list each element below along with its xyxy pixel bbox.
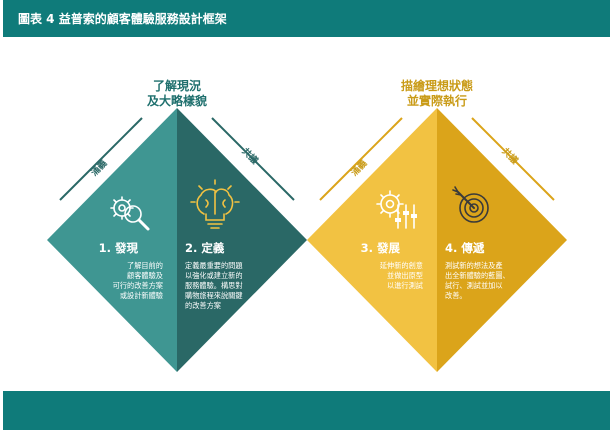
step-4-title: 4. 傳遞 xyxy=(445,241,485,255)
left-group-title-2: 及大略樣貌 xyxy=(147,93,207,108)
gear-sliders-icon xyxy=(376,190,417,229)
step-3-panel xyxy=(307,108,437,372)
right-group-title-1: 描繪理想狀態 xyxy=(401,78,473,93)
step-2-desc-line: 的改善方案 xyxy=(185,301,221,310)
step-3-title: 3. 發展 xyxy=(361,241,401,255)
gear-magnifier-icon xyxy=(110,196,150,231)
step-2-desc-line: 以強化或建立新的 xyxy=(185,271,243,280)
step-3-desc-line: 並做出原型 xyxy=(387,271,423,280)
step-4-panel xyxy=(437,108,567,372)
step-4-desc-line: 改善。 xyxy=(445,291,467,300)
header-bar: 圖表 4 益普索的顧客體驗服務設計框架 xyxy=(3,0,610,37)
step-2-desc-line: 定義最重要的問題 xyxy=(185,261,243,270)
right-group-title-2: 並實際執行 xyxy=(407,93,467,108)
step-4-desc-line: 出全新體驗的藍圖、 xyxy=(445,271,510,280)
left-diverge-line xyxy=(59,117,143,201)
step-1-panel xyxy=(47,108,177,372)
step-3-desc-line: 以進行測試 xyxy=(387,281,423,290)
step-1-title: 1. 發現 xyxy=(99,241,139,255)
page-title: 圖表 4 益普索的顧客體驗服務設計框架 xyxy=(18,12,227,26)
target-arrow-icon xyxy=(452,186,489,223)
left-group-title-1: 了解現況 xyxy=(153,78,201,93)
step-1-desc-line: 可行的改善方案 xyxy=(113,281,163,290)
step-4-desc-line: 試行、測試並加以 xyxy=(445,281,503,290)
right-converge-line xyxy=(471,117,555,201)
footer-bar xyxy=(3,391,610,430)
step-2-desc-line: 購物旅程來說關鍵 xyxy=(185,291,243,300)
left-converge-line xyxy=(211,117,295,201)
step-2-title: 2. 定義 xyxy=(185,241,225,255)
step-3-desc-line: 延伸新的創意 xyxy=(380,261,423,270)
step-1-desc-line: 了解目前的 xyxy=(127,261,163,270)
step-4-desc-line: 測試新的想法及產 xyxy=(445,261,503,270)
right-diverge-line xyxy=(319,117,403,201)
step-2-desc-line: 服務體驗。構思對 xyxy=(185,281,243,290)
brain-lightbulb-icon xyxy=(190,179,240,229)
step-1-desc-line: 或設計新體驗 xyxy=(120,291,163,300)
step-2-panel xyxy=(177,108,307,372)
step-1-desc-line: 顧客體驗及 xyxy=(127,271,163,280)
